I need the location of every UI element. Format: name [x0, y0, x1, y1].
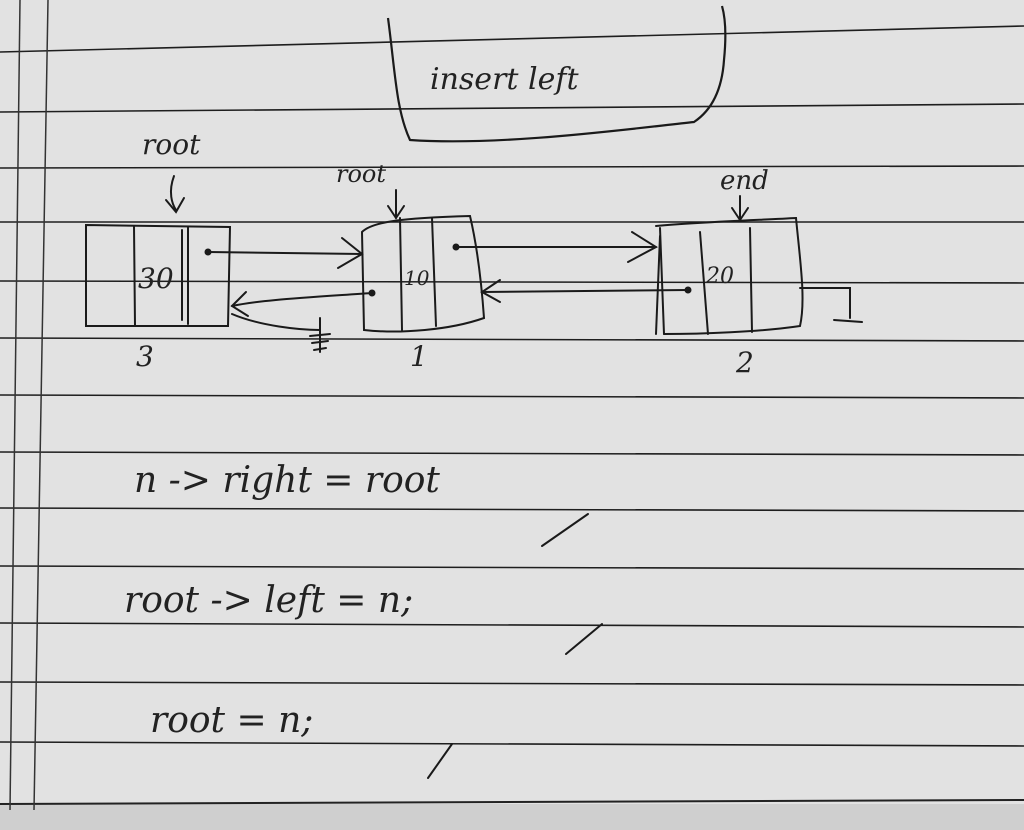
- node-caption-1: 3: [136, 340, 154, 373]
- node-box-1: [85, 223, 232, 327]
- null-arrow-left: [231, 313, 331, 353]
- link-arrow-2-to-1: [230, 289, 376, 317]
- link-arrow-2-to-3: [452, 231, 658, 263]
- link-arrow-3-to-2: [480, 279, 692, 303]
- root-pointer-label: root: [142, 128, 201, 161]
- strike-mark-3: [427, 743, 453, 779]
- end-pointer-arrow: [731, 195, 749, 222]
- node-box-2: [360, 214, 486, 333]
- margin-line-outer: [9, 0, 21, 811]
- node-value-3: 20: [706, 264, 734, 289]
- node-caption-2: 1: [410, 340, 428, 373]
- code-line-2: root -> left = n;: [124, 580, 414, 621]
- code-line-3: root = n;: [150, 700, 314, 741]
- ruled-lines: [0, 25, 1024, 747]
- end-pointer-label: end: [720, 166, 769, 196]
- node-box-3: [655, 216, 804, 335]
- title-box: [386, 5, 727, 143]
- page-bottom-line: [0, 799, 1024, 805]
- null-arrow-right: [799, 287, 863, 323]
- root-pointer-arrow-2: [387, 189, 405, 220]
- diagram-title: insert left: [430, 62, 579, 97]
- strike-mark-1: [541, 513, 589, 547]
- node-caption-3: 2: [736, 346, 754, 379]
- node-value-2: 10: [404, 266, 430, 290]
- code-line-1: n -> right = root: [134, 460, 440, 501]
- link-arrow-1-to-2: [204, 237, 364, 269]
- page-bottom-edge: [0, 804, 1024, 830]
- root-pointer-label-2: root: [336, 160, 387, 188]
- root-pointer-arrow: [165, 175, 185, 214]
- strike-mark-2: [565, 623, 603, 655]
- node-value-1: 30: [138, 262, 174, 295]
- margin-line-inner: [33, 0, 49, 811]
